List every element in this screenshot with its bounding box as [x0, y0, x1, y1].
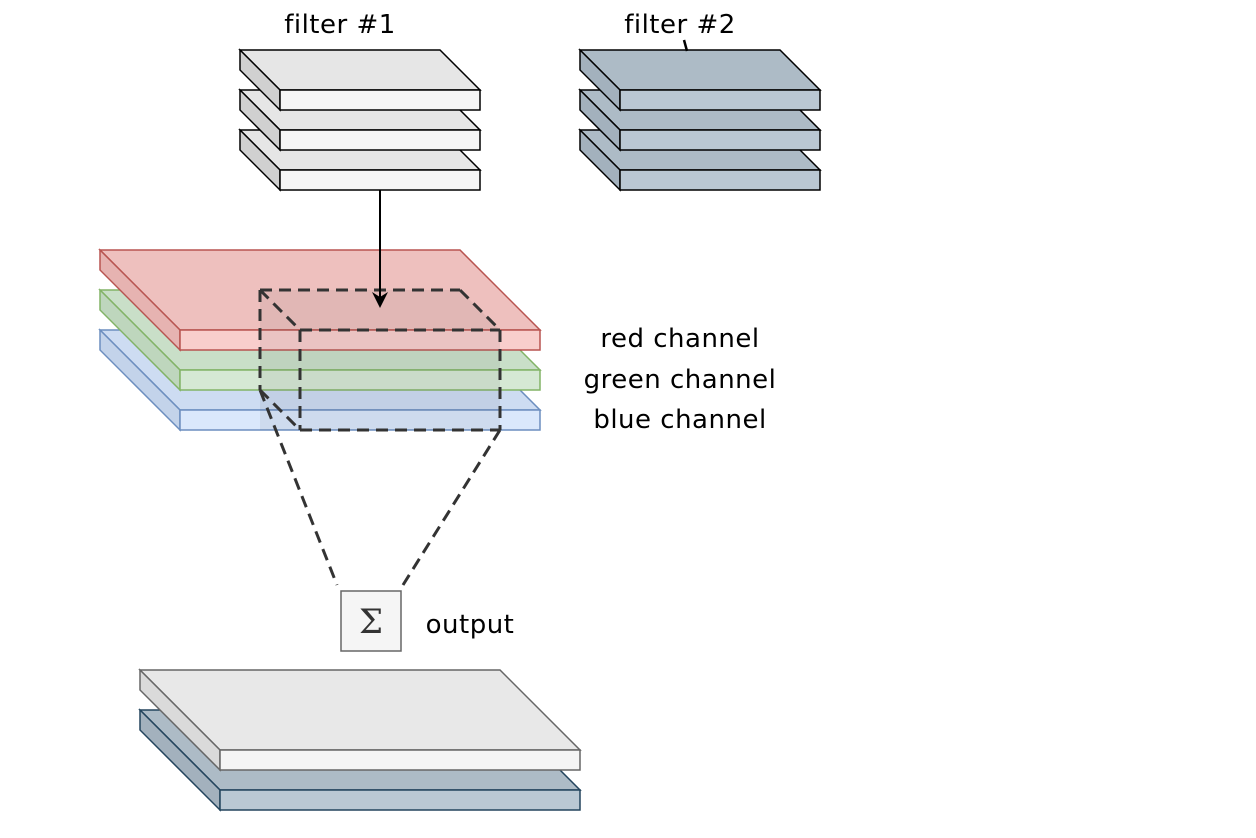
output-map-2-front [219, 789, 581, 811]
filter-2-label: filter #2 [624, 10, 736, 40]
filter-1-label: filter #1 [284, 10, 396, 40]
filter-1-slab-2-front [279, 129, 481, 151]
filter-2-slab-3-front [619, 169, 821, 191]
filter-2-slab-1-top [578, 49, 822, 91]
filter-1-stack [238, 48, 482, 192]
output-map-1-front [219, 749, 581, 771]
output-map-stack [138, 668, 582, 812]
filter-1-slab-1-front [279, 89, 481, 111]
red-channel-label: red channel [600, 324, 759, 354]
blue-channel-label: blue channel [593, 405, 766, 435]
output-label: output [426, 610, 515, 640]
receptive-field-window [258, 288, 502, 586]
filter-2-slab-2-front [619, 129, 821, 151]
sum-box [340, 590, 402, 652]
sum-node: Σ [340, 590, 402, 652]
filter-2-stack [578, 48, 822, 192]
green-channel-label: green channel [584, 365, 777, 395]
green-channel-front [179, 369, 541, 391]
arrowhead-icon [372, 292, 388, 308]
filter-1-slab-1-top [238, 49, 482, 91]
filter-2-label-tick [682, 39, 689, 52]
filter-1-arrow [372, 190, 388, 308]
sigma-icon: Σ [359, 602, 383, 642]
filter-2-slab-1-front [619, 89, 821, 111]
filter-1-slab-3-front [279, 169, 481, 191]
